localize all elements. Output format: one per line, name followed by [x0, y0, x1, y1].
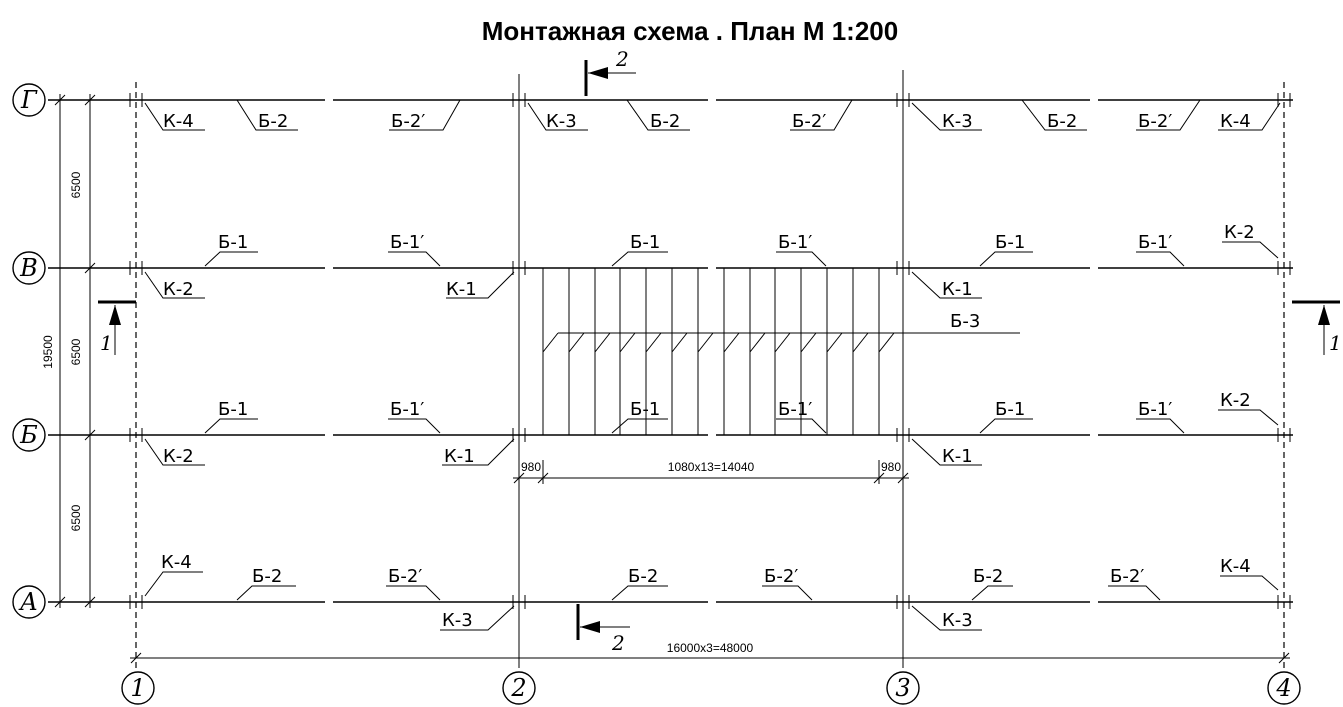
column-ticks [129, 93, 1291, 609]
label-b2-g3: Б-2 [1047, 111, 1077, 132]
axis-bubble-g [12, 83, 46, 117]
purlins [542, 268, 1020, 435]
drawing-title: Монтажная схема . План М 1:200 [482, 16, 898, 46]
label-b2p-a2: Б-2′ [764, 566, 798, 587]
element-labels: К-4 Б-2 Б-2′ К-3 Б-2 Б-2′ К-3 Б-2 Б-2′ К… [161, 111, 1255, 631]
row-axis-lines [48, 99, 1293, 603]
label-b2-g2: Б-2 [650, 111, 680, 132]
axis-label-v: В [19, 254, 38, 282]
axis-bubble-a [12, 585, 46, 619]
axis-label-2: 2 [510, 674, 526, 702]
label-b1p-b1: Б-1′ [390, 399, 424, 420]
label-k2-b4: К-2 [1220, 390, 1251, 411]
label-b1-b2: Б-1 [630, 399, 660, 420]
label-b1p-b2: Б-1′ [778, 399, 812, 420]
label-b2-g1: Б-2 [258, 111, 288, 132]
label-b2p-g1: Б-2′ [391, 111, 425, 132]
dim-row-spacing-3: 6500 [69, 504, 83, 531]
axis-label-a: А [18, 588, 38, 616]
label-k3-a3: К-3 [942, 610, 973, 631]
label-k4-g4: К-4 [1220, 111, 1251, 132]
section-2-label-top: 2 [615, 47, 629, 71]
axis-label-1: 1 [130, 674, 145, 702]
section-marker-2-top: 2 [584, 47, 636, 96]
axis-bubble-3 [886, 671, 920, 705]
section-marker-1-left: 1 [98, 300, 136, 355]
label-b2-a1: Б-2 [252, 566, 282, 587]
section-marker-1-right: 1 [1292, 300, 1342, 355]
label-k2-b1: К-2 [163, 446, 194, 467]
label-k1-v3: К-1 [942, 279, 973, 300]
dim-beam-pitch: 1080x13=14040 [668, 460, 755, 474]
axis-label-g: Г [20, 86, 38, 114]
label-k2-v1: К-2 [163, 279, 194, 300]
label-k3-g2: К-3 [546, 111, 577, 132]
label-k4-a4: К-4 [1220, 556, 1251, 577]
dim-row-spacing-2: 6500 [69, 338, 83, 365]
axis-bubble-1 [121, 671, 155, 705]
dim-edge-right: 980 [881, 460, 901, 474]
label-b2p-g3: Б-2′ [1138, 111, 1172, 132]
label-b1-v1: Б-1 [218, 232, 248, 253]
label-b3: Б-3 [950, 311, 980, 332]
axis-bubble-2 [502, 671, 536, 705]
label-b2-a3: Б-2 [973, 566, 1003, 587]
section-1-label-left: 1 [100, 331, 113, 355]
label-b2p-g2: Б-2′ [792, 111, 826, 132]
label-k4-g1: К-4 [163, 111, 194, 132]
dim-edge-left: 980 [521, 460, 541, 474]
dim-row-spacing-1: 6500 [69, 171, 83, 198]
axis-label-b: Б [19, 421, 38, 449]
column-axis-markers: 1 2 3 4 [121, 671, 1301, 705]
bottom-dimension: 16000x3=48000 [130, 641, 1290, 664]
leader-lines [144, 99, 1281, 631]
label-k1-b2: К-1 [444, 446, 475, 467]
row-axis-markers: Г В Б А [12, 83, 46, 619]
label-b1-b3: Б-1 [995, 399, 1025, 420]
label-k1-b3: К-1 [942, 446, 973, 467]
axis-bubble-4 [1267, 671, 1301, 705]
label-b1-v3: Б-1 [995, 232, 1025, 253]
label-k3-g3: К-3 [942, 111, 973, 132]
label-b2p-a3: Б-2′ [1110, 566, 1144, 587]
label-b1-v2: Б-1 [630, 232, 660, 253]
left-dimension-chains: 6500 6500 6500 19500 [41, 94, 96, 608]
beam-pitch-dimension: 1080x13=14040 980 980 [513, 460, 909, 484]
label-b1p-v3: Б-1′ [1138, 232, 1172, 253]
axis-label-4: 4 [1275, 674, 1291, 702]
label-k3-a2: К-3 [442, 610, 473, 631]
column-axis-lines [135, 70, 1285, 668]
label-b2-a2: Б-2 [628, 566, 658, 587]
label-b2p-a1: Б-2′ [388, 566, 422, 587]
label-k1-v2: К-1 [446, 279, 477, 300]
section-1-label-right: 1 [1329, 331, 1342, 355]
label-k4-a1: К-4 [161, 552, 192, 573]
label-b1p-v2: Б-1′ [778, 232, 812, 253]
label-b1-b1: Б-1 [218, 399, 248, 420]
label-b1p-b3: Б-1′ [1138, 399, 1172, 420]
dim-total-length: 16000x3=48000 [667, 641, 754, 655]
dim-total-height: 19500 [41, 335, 55, 369]
axis-label-3: 3 [895, 674, 910, 702]
axis-bubble-v [12, 251, 46, 285]
section-marker-2-bottom: 2 [576, 604, 630, 655]
axis-bubble-b [12, 418, 46, 452]
label-b1p-v1: Б-1′ [390, 232, 424, 253]
label-k2-v4: К-2 [1224, 222, 1255, 243]
section-2-label-bottom: 2 [611, 631, 625, 655]
